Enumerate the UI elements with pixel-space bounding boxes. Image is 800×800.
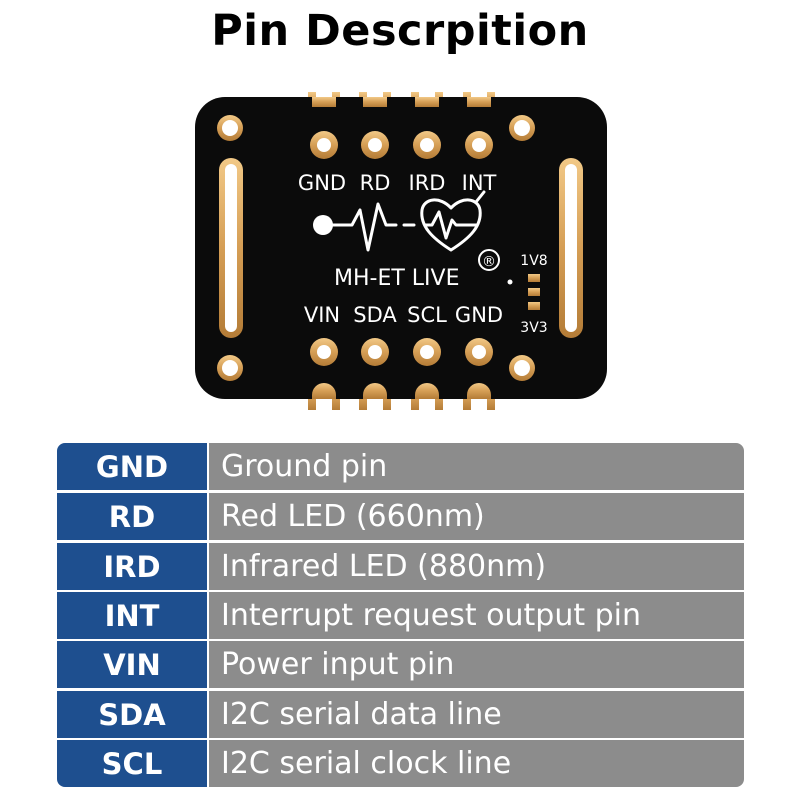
top-header-holes: [310, 131, 493, 159]
silk-label-vin: VIN: [304, 303, 340, 327]
pin-name-cell: SCL: [57, 740, 207, 787]
table-row: GND Ground pin: [57, 443, 744, 490]
heartbeat-logo-icon: [313, 190, 486, 252]
sensor-board: GND RD IRD INT MH-ET LIVE ® VIN SDA SCL …: [192, 92, 610, 414]
strap-slots: [219, 158, 583, 338]
table-row: SCL I2C serial clock line: [57, 740, 744, 787]
pin-name-cell: SDA: [57, 691, 207, 738]
jumper-label-1v8: 1V8: [520, 253, 547, 269]
pin-description-cell: Ground pin: [209, 443, 744, 490]
table-row: INT Interrupt request output pin: [57, 592, 744, 639]
pin-name-cell: INT: [57, 592, 207, 639]
voltage-jumper-pads: [528, 274, 540, 310]
pin-description-cell: I2C serial data line: [209, 691, 744, 738]
silk-label-ird: IRD: [409, 171, 446, 195]
silk-label-rd: RD: [360, 171, 391, 195]
page-title: Pin Descrpition: [211, 6, 589, 56]
brand-label: MH-ET LIVE: [334, 266, 460, 291]
pin-name-cell: GND: [57, 443, 207, 490]
pcb-body: [195, 97, 607, 399]
silk-label-gnd-bottom: GND: [455, 303, 503, 327]
mounting-holes: [217, 115, 535, 381]
silk-label-int: INT: [462, 171, 497, 195]
bottom-header-holes: [310, 338, 493, 366]
table-row: SDA I2C serial data line: [57, 691, 744, 738]
table-row: IRD Infrared LED (880nm): [57, 543, 744, 590]
registered-mark: ®: [482, 254, 496, 270]
pin-name-cell: VIN: [57, 641, 207, 688]
jumper-label-3v3: 3V3: [520, 320, 547, 336]
table-row: VIN Power input pin: [57, 641, 744, 688]
pin-name-cell: IRD: [57, 543, 207, 590]
silk-label-sda: SDA: [353, 303, 397, 327]
pin-description-cell: I2C serial clock line: [209, 740, 744, 787]
board-illustration: GND RD IRD INT MH-ET LIVE ® VIN SDA SCL …: [195, 92, 607, 414]
pin-description-cell: Infrared LED (880nm): [209, 543, 744, 590]
pin-description-cell: Interrupt request output pin: [209, 592, 744, 639]
table-row: RD Red LED (660nm): [57, 493, 744, 540]
pin-description-cell: Red LED (660nm): [209, 493, 744, 540]
pin-name-cell: RD: [57, 493, 207, 540]
silk-label-gnd-top: GND: [298, 171, 346, 195]
pin-description-table: GND Ground pin RD Red LED (660nm) IRD In…: [57, 443, 744, 787]
pin-description-cell: Power input pin: [209, 641, 744, 688]
silk-label-scl: SCL: [407, 303, 447, 327]
